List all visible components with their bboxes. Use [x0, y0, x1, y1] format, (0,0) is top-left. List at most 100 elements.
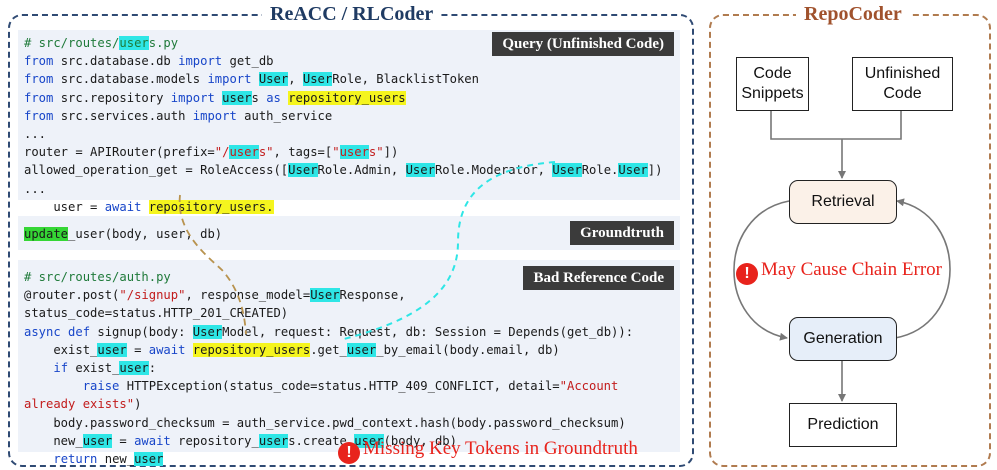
code-token: (body, db) [383, 433, 457, 448]
code-token: = [126, 342, 149, 357]
code-token: from [24, 90, 54, 105]
token-link-cyan [339, 161, 556, 341]
code-token: src.database.db [53, 54, 179, 69]
highlighted-token: user [346, 342, 377, 357]
code-snippets-connector [770, 109, 842, 140]
highlighted-token: User [310, 288, 340, 303]
groundtruth-code: update_user(body, user, db) [24, 225, 222, 243]
code-token: # src/routes/ [24, 36, 120, 50]
code-token: router = APIRouter(prefix= [24, 145, 215, 160]
code-token: get_db [222, 54, 274, 69]
code-token: await [104, 199, 142, 214]
code-snippets-node: Code Snippets [736, 57, 809, 111]
code-line: from src.repository import users as repo… [24, 89, 662, 107]
code-line: new_user = await repository_users.create… [24, 432, 633, 450]
code-line: async def signup(body: UserModel, reques… [24, 323, 633, 341]
highlighted-token: update [24, 227, 69, 241]
code-line: from src.database.models import User, Us… [24, 70, 662, 88]
code-token: import [207, 72, 252, 87]
highlighted-token: User [288, 163, 318, 178]
highlighted-token: repository_users [192, 342, 311, 357]
highlighted-token: user [119, 361, 149, 376]
code-token: as [266, 90, 281, 105]
query-label: Query (Unfinished Code) [492, 32, 674, 56]
code-token: if [53, 361, 69, 376]
code-token: raise [82, 379, 120, 394]
unfinished-code-connector [842, 109, 902, 140]
code-token: ... [24, 127, 47, 142]
code-token: import [178, 54, 223, 69]
groundtruth-label: Groundtruth [570, 221, 674, 245]
code-line: ... [24, 125, 662, 143]
code-token: exist_ [68, 361, 120, 376]
highlighted-token: User [618, 163, 648, 178]
code-token: " [332, 145, 340, 160]
code-line: status_code=status.HTTP_201_CREATED) [24, 304, 633, 322]
code-token: s.create_ [288, 433, 355, 448]
code-token: repository_ [170, 433, 259, 448]
highlighted-token: user [229, 145, 259, 160]
code-line: from src.services.auth import auth_servi… [24, 107, 662, 125]
generation-node: Generation [789, 317, 897, 361]
prediction-node: Prediction [789, 403, 897, 447]
code-token: Role.Admin, [317, 163, 406, 178]
retrieval-to-generation-cycle-arrow [733, 200, 790, 341]
warning-icon: ! [338, 442, 360, 464]
code-token: s.py [148, 36, 179, 50]
code-token: @router.post( [24, 288, 120, 303]
code-token: ) [134, 397, 142, 412]
code-line: router = APIRouter(prefix="/users", tags… [24, 143, 662, 161]
code-token: ]) [383, 145, 399, 160]
code-line: raise HTTPException(status_code=status.H… [24, 377, 633, 395]
code-token: body.password_checksum = auth_service.pw… [24, 415, 626, 430]
code-token: ]) [647, 163, 663, 178]
highlighted-token: user [222, 90, 252, 105]
highlighted-token: repository_users [288, 90, 406, 105]
highlighted-token: User [552, 163, 582, 178]
code-token: allowed_operation_get = RoleAccess([ [24, 163, 289, 178]
code-line: # src/routes/auth.py [24, 268, 633, 286]
code-token: Role. [581, 163, 619, 178]
code-token: import [170, 90, 215, 105]
highlighted-token: User [258, 72, 289, 87]
reacc-rlcoder-title: ReACC / RLCoder [262, 2, 442, 26]
missing-tokens-warning: !Missing Key Tokens in Groundtruth [338, 437, 638, 464]
code-token: status_code=status.HTTP_201_CREATED) [24, 306, 289, 321]
bad-reference-label: Bad Reference Code [523, 266, 674, 290]
code-token: ... [24, 181, 47, 196]
code-token: already exists" [24, 397, 135, 412]
code-token: user = [24, 199, 105, 214]
warning-icon: ! [736, 263, 758, 285]
code-token: await [148, 342, 186, 357]
generation-to-retrieval-cycle-arrow [894, 198, 951, 339]
code-token: "/signup" [119, 288, 186, 303]
code-line: already exists") [24, 395, 633, 413]
code-line: # src/routes/users.py [24, 34, 662, 52]
code-token: import [192, 108, 237, 123]
highlighted-token: User [192, 324, 223, 339]
highlighted-token: user [354, 433, 384, 448]
code-token: from [24, 72, 54, 87]
groundtruth-box: Groundtruth [18, 216, 680, 250]
code-line: body.password_checksum = auth_service.pw… [24, 414, 633, 432]
code-token: src.services.auth [53, 108, 193, 123]
unfinished-code-node: Unfinished Code [852, 57, 953, 111]
highlighted-token: User [302, 72, 333, 87]
code-token: _user(body, user, db) [68, 227, 223, 241]
code-token: await [134, 433, 171, 448]
code-token: : [148, 361, 157, 376]
code-token: , [288, 72, 303, 87]
code-token: exist_ [24, 342, 98, 357]
code-line: return new_user [24, 450, 633, 468]
code-token: return [53, 452, 98, 467]
code-token: _by_email(body.email, db) [376, 342, 560, 357]
code-token: Role, BlacklistToken [332, 72, 479, 87]
code-token: "/ [214, 145, 230, 160]
code-token: src.database.models [53, 72, 208, 87]
highlighted-token: user [339, 145, 369, 160]
code-token: , tags=[ [273, 145, 333, 160]
code-token: # src/routes/auth.py [24, 270, 171, 284]
highlighted-token: User [405, 163, 435, 178]
code-token: , response_model= [185, 288, 311, 303]
